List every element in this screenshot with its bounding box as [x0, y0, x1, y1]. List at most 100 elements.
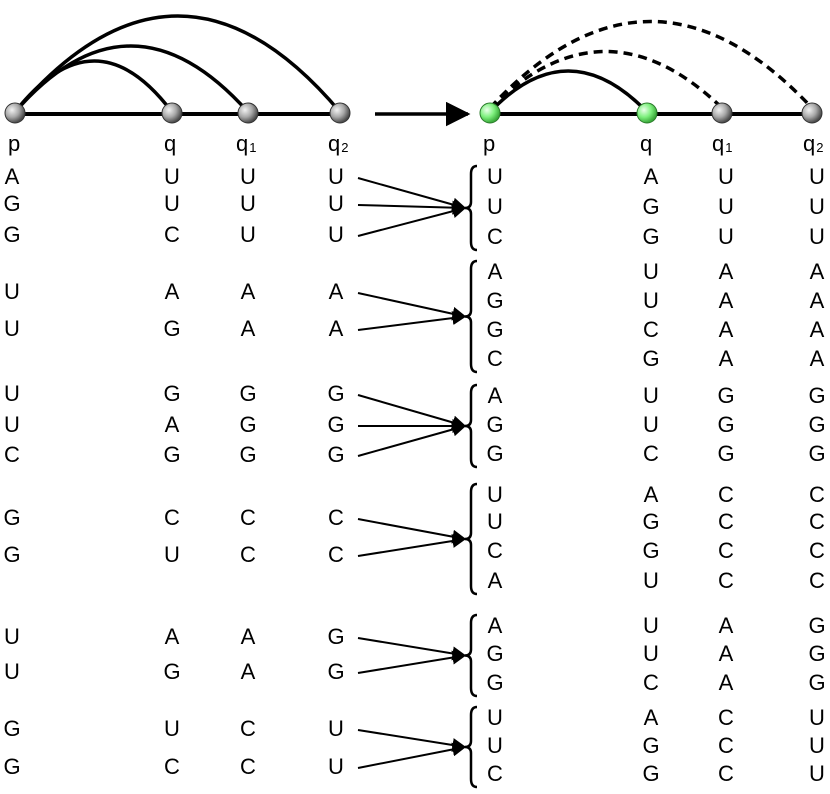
right-q1-letter: U — [718, 224, 734, 249]
left-arc-p-q2 — [13, 14, 342, 114]
right-q1-letter: A — [719, 670, 734, 695]
left-q1-letter: A — [241, 659, 256, 684]
right-q-letter: A — [644, 164, 659, 189]
right-q-letter: C — [643, 670, 659, 695]
left-q1-letter: C — [240, 716, 256, 741]
left-q-letter: U — [164, 164, 180, 189]
mapping-arrow — [357, 292, 467, 321]
right-arc-p-q1-dashed — [488, 49, 724, 110]
left-q-letter: G — [163, 316, 180, 341]
left-q2-letter: U — [328, 716, 344, 741]
right-p-letter: A — [488, 383, 503, 408]
right-q1-letter: A — [719, 288, 734, 313]
left-q2-letter: G — [327, 624, 344, 649]
mapping-arrow — [357, 742, 467, 769]
nucleotide-table: AGGUUCUUUUUUUUCAGGUUUUUUUUAGAAAAAGGCUUCG… — [3, 164, 825, 786]
right-q2-letter: G — [808, 412, 825, 437]
right-q2-letter: G — [808, 383, 825, 408]
left-q-letter: C — [164, 505, 180, 530]
right-q-letter: U — [643, 412, 659, 437]
left-p-letter: G — [3, 542, 20, 567]
right-q-letter: G — [642, 733, 659, 758]
right-q-letter: U — [643, 288, 659, 313]
left-q1-letter: C — [240, 754, 256, 779]
right-p-letter: G — [486, 641, 503, 666]
mapping-arrow — [357, 311, 467, 331]
right-node-q2 — [801, 102, 823, 124]
right-q-letter: U — [643, 259, 659, 284]
right-p-letter: G — [486, 288, 503, 313]
right-q1-letter: A — [719, 641, 734, 666]
left-q-letter: G — [163, 442, 180, 467]
mapping-arrows — [357, 164, 478, 789]
left-node-q1 — [237, 102, 259, 124]
right-p-letter: G — [486, 441, 503, 466]
left-q2-letter: U — [328, 164, 344, 189]
right-q1-letter: A — [719, 317, 734, 342]
right-p-brace — [464, 705, 478, 789]
left-q-letter: A — [165, 624, 180, 649]
right-q-letter: G — [642, 538, 659, 563]
left-q-letter: C — [164, 754, 180, 779]
right-q-letter: C — [643, 441, 659, 466]
mapping-arrow — [357, 534, 467, 557]
right-q-letter: U — [643, 383, 659, 408]
left-q-letter: U — [164, 191, 180, 216]
right-q1-letter: U — [718, 164, 734, 189]
right-label-q: q — [640, 131, 652, 156]
left-q1-letter: C — [240, 505, 256, 530]
right-p-letter: C — [487, 346, 503, 371]
right-q2-letter: G — [808, 613, 825, 638]
left-p-letter: G — [3, 222, 20, 247]
right-label-q1: q1 — [712, 131, 732, 156]
right-q1-letter: G — [717, 441, 734, 466]
right-q1-letter: G — [717, 412, 734, 437]
left-q-letter: U — [164, 716, 180, 741]
mapping-arrow — [357, 200, 467, 215]
right-q-letter: G — [642, 761, 659, 786]
right-p-letter: U — [487, 705, 503, 730]
right-q-letter: G — [642, 194, 659, 219]
mapping-arrow — [357, 204, 467, 237]
left-q2-letter: C — [328, 542, 344, 567]
right-p-letter: U — [487, 509, 503, 534]
left-node-q — [161, 102, 183, 124]
right-p-letter: G — [486, 317, 503, 342]
left-arc-p-q1 — [13, 44, 250, 114]
left-q2-letter: G — [327, 442, 344, 467]
right-q-letter: G — [642, 509, 659, 534]
left-label-q1: q1 — [236, 131, 256, 156]
right-q1-letter: C — [718, 482, 734, 507]
left-label-q: q — [164, 131, 176, 156]
right-q2-letter: C — [809, 568, 825, 593]
left-q1-letter: A — [241, 624, 256, 649]
left-q-letter: C — [164, 222, 180, 247]
right-q2-letter: C — [809, 538, 825, 563]
right-p-brace — [464, 613, 478, 698]
right-q-letter: G — [642, 224, 659, 249]
left-q1-letter: U — [240, 164, 256, 189]
left-q-letter: G — [163, 381, 180, 406]
right-q2-letter: U — [809, 761, 825, 786]
right-q2-letter: C — [809, 509, 825, 534]
right-p-brace — [464, 383, 478, 469]
right-q-letter: G — [642, 346, 659, 371]
left-q1-letter: U — [240, 191, 256, 216]
right-p-letter: U — [487, 164, 503, 189]
right-label-p: p — [483, 131, 495, 156]
right-p-letter: U — [487, 733, 503, 758]
left-p-letter: G — [3, 754, 20, 779]
left-q2-letter: G — [327, 381, 344, 406]
right-p-letter: C — [487, 224, 503, 249]
right-q1-letter: C — [718, 509, 734, 534]
left-q2-letter: G — [327, 659, 344, 684]
left-node-p — [4, 102, 26, 124]
left-q-letter: A — [165, 279, 180, 304]
left-q1-letter: G — [239, 442, 256, 467]
mapping-arrow — [357, 650, 467, 674]
right-q1-letter: G — [717, 383, 734, 408]
right-node-q1 — [711, 102, 733, 124]
right-p-letter: C — [487, 538, 503, 563]
right-q-letter: U — [643, 568, 659, 593]
right-node-p — [479, 102, 501, 124]
